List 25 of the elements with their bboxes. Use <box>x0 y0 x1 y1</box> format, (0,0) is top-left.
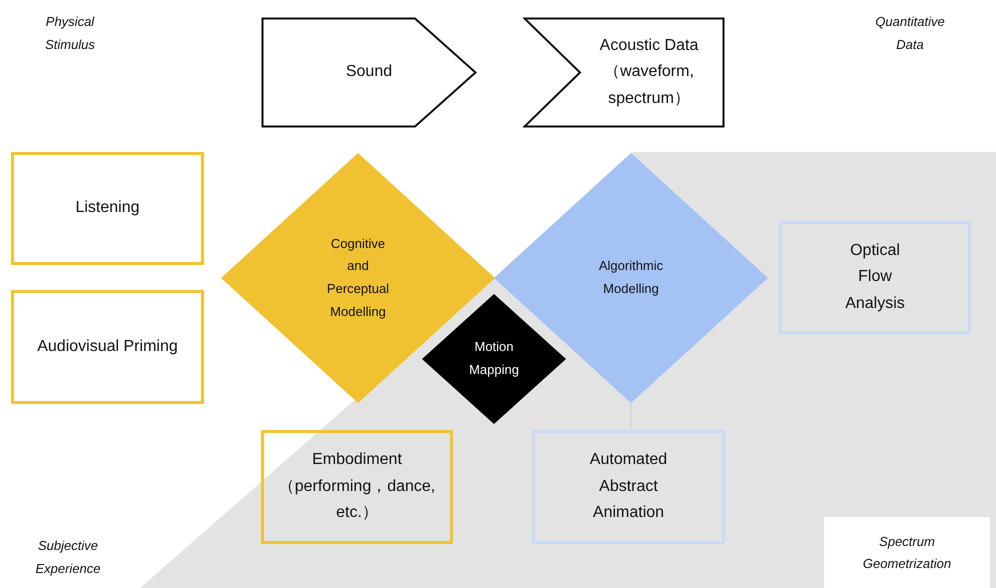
notched-box <box>523 17 725 128</box>
node-text: Embodiment <box>312 450 402 470</box>
node-text: （performing，dance, etc.） <box>278 476 436 524</box>
outlined-box <box>11 152 204 265</box>
node-text: Sound <box>346 62 392 82</box>
node-text: Algorithmic Modelling <box>598 257 664 298</box>
outlined-box <box>779 221 971 334</box>
node-text: Automated Abstract Animation <box>588 450 668 524</box>
outlined-box <box>532 430 725 544</box>
arrow-shape-box <box>261 17 477 128</box>
outlined-box <box>261 430 453 544</box>
corner-label: Physical Stimulus <box>44 13 96 54</box>
outlined-box <box>11 290 204 404</box>
node-text: Spectrum Geometrization <box>862 533 952 572</box>
node-text: Motion Mapping <box>468 338 520 379</box>
decision-diamond <box>422 294 566 424</box>
node-text: Audiovisual Priming <box>37 336 178 357</box>
corner-label: Quantitative Data <box>874 13 946 54</box>
corner-label: Subjective Experience <box>34 537 102 578</box>
node-text: Optical Flow Analysis <box>844 240 906 314</box>
label-box <box>824 517 990 588</box>
node-text: Cognitive and Perceptual Modelling <box>326 234 390 321</box>
node-text: Listening <box>75 198 140 218</box>
node-text: （waveform, spectrum） <box>603 62 695 109</box>
node-text: Acoustic Data <box>600 36 698 56</box>
